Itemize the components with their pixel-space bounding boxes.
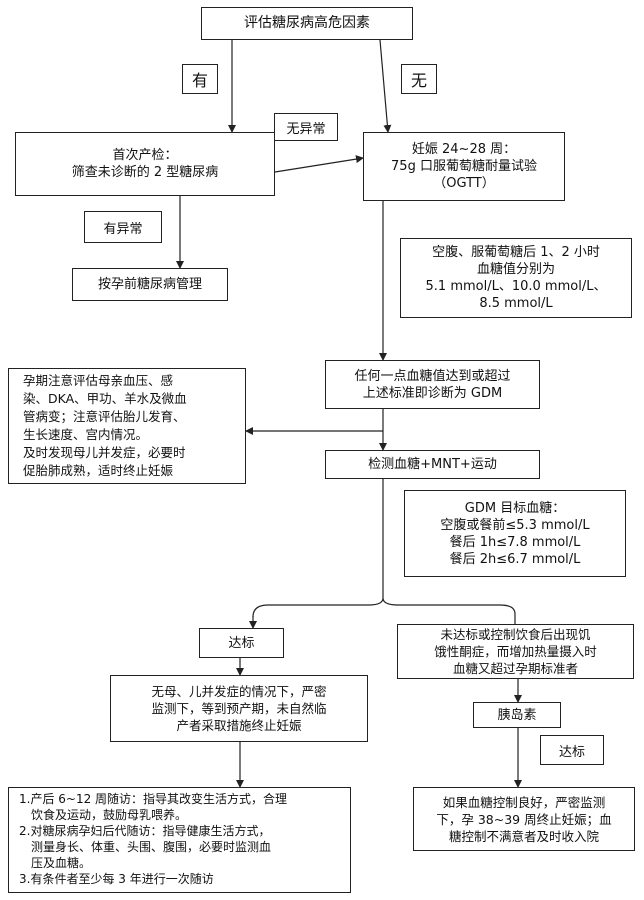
target-line: 餐后 2h≤6.7 mmol/L (449, 551, 581, 567)
node-ogtt: 妊娠 24~28 周： 75g 口服葡萄糖耐量试验 （OGTT） (363, 132, 565, 201)
followup-line: 2.对糖尿病孕妇后代随访：指导健康生活方式， (19, 824, 271, 838)
node-pregestational: 按孕前糖尿病管理 (72, 268, 228, 301)
node-diagnose-gdm: 任何一点血糖值达到或超过 上述标准即诊断为 GDM (325, 360, 540, 409)
node-followup: 1.产后 6~12 周随访：指导其改变生活方式，合理 饮食及运动，鼓励母乳喂养。… (8, 787, 351, 893)
not-reached-line: 饿性酮症，而增加热量摄入时 (434, 644, 597, 659)
ogtt-line: （OGTT） (433, 176, 495, 191)
insulin-text: 胰岛素 (497, 707, 537, 723)
pregest-text: 按孕前糖尿病管理 (97, 277, 202, 292)
label-reached-again: 达标 (540, 735, 604, 765)
followup-line: 3.有条件者至少每 3 年进行一次随访 (19, 872, 214, 886)
node-risk-text: 评估糖尿病高危因素 (244, 15, 370, 31)
label-abnormal: 有异常 (84, 211, 162, 243)
delivery-line: 无母、儿并发症的情况下，严密 (151, 684, 327, 699)
first-visit-line: 筛查未诊断的 2 型糖尿病 (71, 165, 219, 180)
insulin-result-line: 下，孕 38~39 周终止妊娠；血 (436, 811, 612, 827)
diagnose-line: 任何一点血糖值达到或超过 (354, 368, 511, 384)
label-reached-again-text: 达标 (558, 744, 585, 760)
criteria-line: 空腹、服葡萄糖后 1、2 小时 (432, 245, 600, 260)
node-pregnancy-care: 孕期注意评估母亲血压、感 染、DKA、甲功、羊水及微血 管病变；注意评估胎儿发育… (8, 368, 246, 484)
followup-line: 压及血糖。 (31, 856, 92, 870)
followup-line: 饮食及运动，鼓励母乳喂养。 (31, 808, 188, 822)
not-reached-line: 未达标或控制饮食后出现饥 (440, 627, 591, 642)
node-risk-assessment: 评估糖尿病高危因素 (201, 7, 413, 40)
edge-first-ogtt (274, 155, 364, 173)
care-line: 孕期注意评估母亲血压、感 (23, 373, 174, 388)
edge-risk-ogtt (379, 39, 392, 133)
care-line: 染、DKA、甲功、羊水及微血 (23, 391, 187, 406)
followup-line: 测量身长、体重、头围、腹围，必要时监测血 (31, 840, 272, 854)
ogtt-line: 75g 口服葡萄糖耐量试验 (391, 159, 537, 174)
care-line: 生长速度、宫内情况。 (23, 427, 149, 442)
node-not-reached: 未达标或控制饮食后出现饥 饿性酮症，而增加热量摄入时 血糖又超过孕期标准者 (397, 624, 634, 679)
first-visit-line: 首次产检： (112, 148, 178, 163)
node-insulin: 胰岛素 (473, 702, 561, 728)
label-abnormal-text: 有异常 (103, 221, 143, 237)
label-yes-text: 有 (191, 71, 208, 90)
care-line: 及时发现母儿并发症，必要时 (23, 445, 186, 460)
node-criteria: 空腹、服葡萄糖后 1、2 小时 血糖值分别为 5.1 mmol/L、10.0 m… (400, 238, 632, 318)
delivery-line: 产者采取措施终止妊娠 (176, 718, 302, 733)
criteria-line: 5.1 mmol/L、10.0 mmol/L、 (425, 279, 607, 294)
monitor-text: 检测血糖+MNT+运动 (368, 457, 497, 472)
criteria-line: 8.5 mmol/L (479, 296, 553, 311)
label-no: 无 (401, 64, 437, 94)
reached-text: 达标 (228, 635, 255, 651)
not-reached-line: 血糖又超过孕期标准者 (452, 661, 578, 676)
delivery-line: 监测下，等到预产期，未自然临 (151, 701, 327, 716)
node-first-visit: 首次产检： 筛查未诊断的 2 型糖尿病 (15, 132, 275, 196)
node-insulin-result: 如果血糖控制良好，严密监测 下，孕 38~39 周终止妊娠；血 糖控制不满意者及… (413, 787, 635, 851)
node-delivery: 无母、儿并发症的情况下，严密 监测下，等到预产期，未自然临 产者采取措施终止妊娠 (110, 675, 368, 742)
label-yes: 有 (182, 64, 218, 94)
followup-line: 1.产后 6~12 周随访：指导其改变生活方式，合理 (19, 792, 288, 806)
label-no-text: 无 (410, 71, 427, 90)
label-normal-text: 无异常 (286, 121, 326, 137)
label-normal: 无异常 (274, 113, 338, 141)
ogtt-line: 妊娠 24~28 周： (411, 142, 517, 157)
target-line: GDM 目标血糖： (464, 500, 566, 516)
node-monitor: 检测血糖+MNT+运动 (325, 450, 540, 479)
care-line: 管病变；注意评估胎儿发育、 (23, 409, 186, 424)
edge-brace (252, 597, 516, 618)
node-target-glucose: GDM 目标血糖： 空腹或餐前≤5.3 mmol/L 餐后 1h≤7.8 mmo… (404, 490, 626, 577)
insulin-result-line: 糖控制不满意者及时收入院 (448, 828, 599, 844)
target-line: 餐后 1h≤7.8 mmol/L (449, 534, 581, 550)
criteria-line: 血糖值分别为 (476, 262, 555, 277)
diagnose-line: 上述标准即诊断为 GDM (362, 385, 503, 401)
target-line: 空腹或餐前≤5.3 mmol/L (440, 517, 590, 533)
care-line: 促胎肺成熟，适时终止妊娠 (23, 463, 174, 478)
insulin-result-line: 如果血糖控制良好，严密监测 (442, 794, 606, 810)
node-reached: 达标 (199, 628, 284, 658)
